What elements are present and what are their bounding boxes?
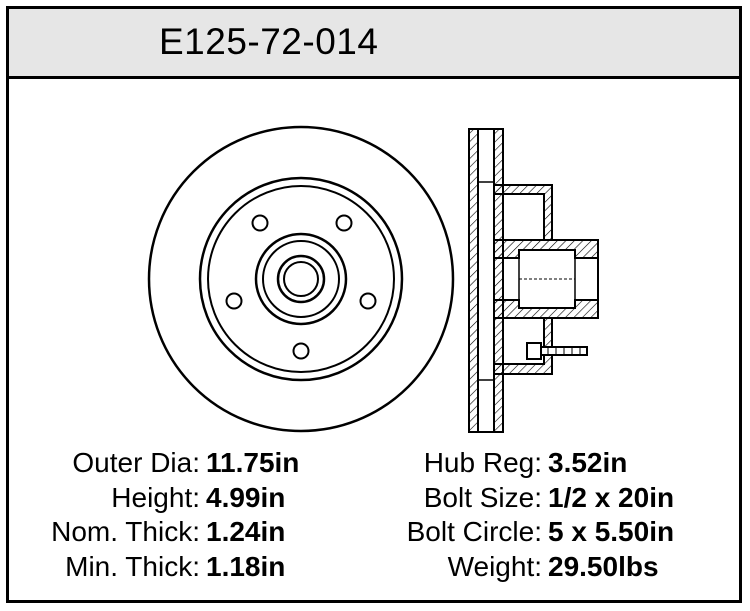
wheel-stud [526, 342, 588, 360]
spec-value: 11.75in [206, 447, 300, 478]
center-bore-inner [283, 261, 319, 297]
inner-braking-plate [493, 128, 504, 433]
spec-label: Min. Thick: [65, 550, 200, 582]
spec-value: 3.52in [548, 447, 628, 478]
specs-left-column: Outer Dia: 11.75in Height: 4.99in Nom. T… [20, 446, 299, 584]
spec-hub-reg: Hub Reg: 3.52in [362, 446, 674, 481]
spec-weight: Weight: 29.50lbs [362, 550, 674, 585]
hub-outer-edge [254, 232, 348, 326]
spec-bolt-size: Bolt Size: 1/2 x 20in [362, 481, 674, 516]
spec-value: 1.18in [206, 550, 286, 582]
spec-label: Weight: [447, 550, 542, 582]
spec-nom-thick: Nom. Thick: 1.24in [20, 515, 299, 550]
spec-min-thick: Min. Thick: 1.18in [20, 550, 299, 585]
hub-mid-edge [262, 240, 340, 318]
spec-outer-dia: Outer Dia: 11.75in [20, 446, 299, 481]
part-number: E125-72-014 [159, 21, 379, 62]
hub-upper [493, 239, 599, 259]
bolt-hole [225, 292, 243, 310]
spec-value: 29.50lbs [548, 550, 659, 582]
spec-height: Height: 4.99in [20, 481, 299, 516]
rotor-outer-edge [147, 125, 455, 433]
spec-label: Nom. Thick: [51, 516, 200, 547]
spec-value: 5 x 5.50in [548, 516, 675, 547]
center-bore-outer [276, 254, 326, 304]
spec-value: 1.24in [206, 516, 286, 547]
hat-inner-edge [207, 185, 395, 373]
bolt-hole [292, 342, 310, 360]
spec-label: Height: [111, 481, 200, 513]
specs-right-column: Hub Reg: 3.52in Bolt Size: 1/2 x 20in Bo… [362, 446, 674, 584]
spec-label: Bolt Circle: [406, 516, 542, 547]
title-bar: E125-72-014 [9, 9, 739, 79]
spec-bolt-circle: Bolt Circle: 5 x 5.50in [362, 515, 674, 550]
spec-value: 4.99in [206, 481, 286, 513]
outer-braking-plate [468, 128, 479, 433]
hat-outer-edge [198, 176, 404, 382]
hub-lower [493, 299, 599, 319]
spec-label: Outer Dia: [72, 447, 200, 478]
drawing-frame: E125-72-014 [6, 6, 742, 603]
spec-label: Bolt Size: [423, 481, 542, 513]
bolt-hole [251, 214, 269, 232]
bolt-hole [359, 292, 377, 310]
rotor-front-view [147, 125, 455, 433]
bolt-hole [335, 214, 353, 232]
spec-label: Hub Reg: [423, 447, 542, 478]
rotor-section-view [468, 128, 599, 433]
spec-value: 1/2 x 20in [548, 481, 675, 513]
hat-wall-lower [493, 317, 553, 375]
